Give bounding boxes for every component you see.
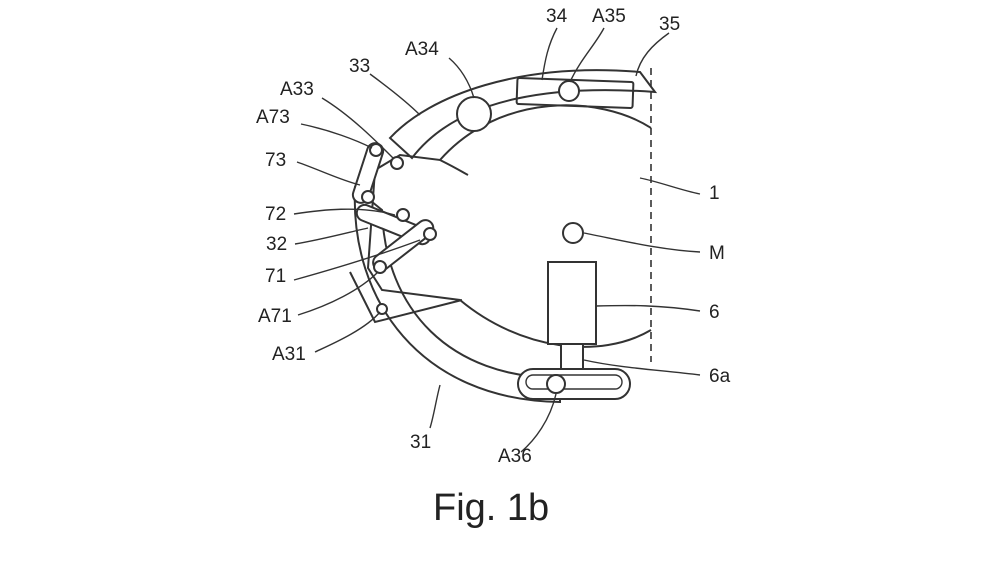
label-33: 33 bbox=[349, 56, 370, 77]
pin-71-top bbox=[423, 227, 437, 241]
label-73: 73 bbox=[265, 150, 286, 171]
pin-a73 bbox=[369, 143, 383, 157]
slot-a36-inner bbox=[525, 374, 623, 390]
label-34: 34 bbox=[546, 6, 568, 27]
label-a73: A73 bbox=[256, 107, 290, 128]
body-notch bbox=[439, 159, 469, 176]
pin-a31 bbox=[376, 303, 388, 315]
label-a36: A36 bbox=[498, 446, 532, 467]
pin-a34 bbox=[456, 96, 492, 132]
pin-a71 bbox=[373, 260, 387, 274]
pin-a36 bbox=[546, 374, 566, 394]
label-72: 72 bbox=[265, 204, 286, 225]
label-a31: A31 bbox=[272, 344, 306, 365]
pin-72b bbox=[396, 208, 410, 222]
label-6a: 6a bbox=[709, 366, 731, 387]
label-35: 35 bbox=[659, 14, 680, 35]
label-32: 32 bbox=[266, 234, 287, 255]
pin-72a bbox=[361, 190, 375, 204]
label-71: 71 bbox=[265, 266, 286, 287]
pin-a35 bbox=[558, 80, 580, 102]
slot-a36 bbox=[517, 368, 631, 400]
label-31: 31 bbox=[410, 432, 431, 453]
label-a35: A35 bbox=[592, 6, 626, 27]
label-a33: A33 bbox=[280, 79, 314, 100]
pin-a33 bbox=[390, 156, 404, 170]
bracket-a31 bbox=[349, 271, 463, 324]
label-m: M bbox=[709, 243, 725, 264]
arm-33 bbox=[388, 69, 658, 160]
figure-caption: Fig. 1b bbox=[433, 487, 549, 529]
label-1: 1 bbox=[709, 183, 720, 204]
leader-lines bbox=[293, 27, 701, 453]
label-6: 6 bbox=[709, 302, 720, 323]
label-a34: A34 bbox=[405, 39, 439, 60]
center-m bbox=[562, 222, 584, 244]
arm-31 bbox=[353, 185, 561, 404]
actuator-6 bbox=[547, 261, 597, 345]
slot-34 bbox=[515, 77, 635, 109]
label-a71: A71 bbox=[258, 306, 292, 327]
actuator-rod-6a bbox=[560, 343, 584, 373]
